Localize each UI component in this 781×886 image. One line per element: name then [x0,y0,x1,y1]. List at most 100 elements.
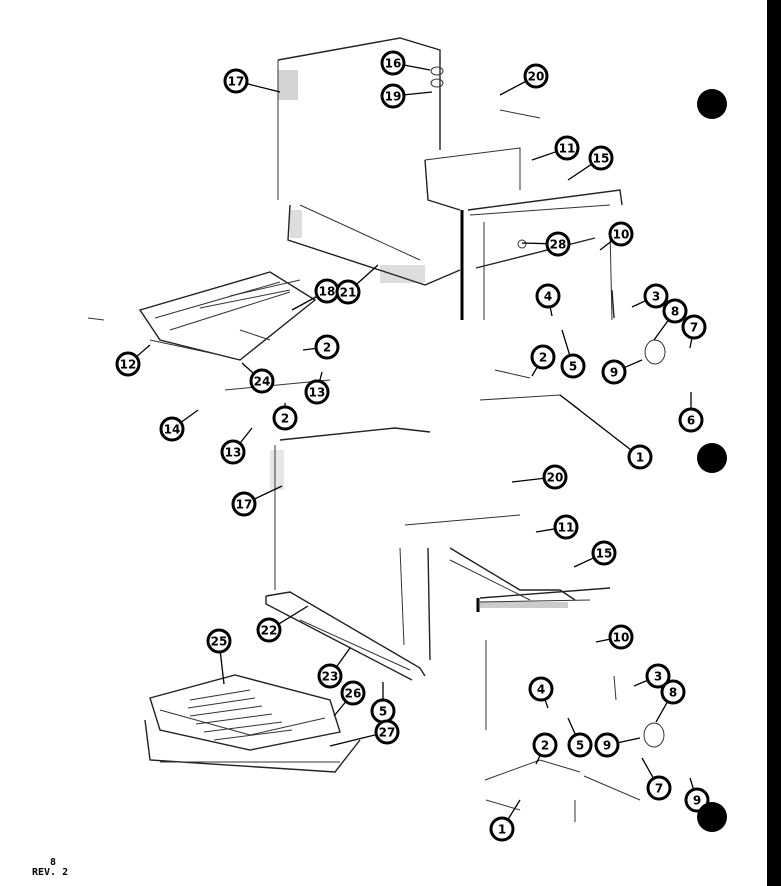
callout-c10b: 10 [608,624,634,650]
callout-c17a: 17 [223,68,249,94]
callout-c15a: 15 [588,145,614,171]
callout-circle [223,68,249,94]
callout-number: 2 [539,351,547,365]
callout-circle [532,732,558,758]
leader-line-c12 [135,344,151,358]
leader-line-c4b [544,699,549,709]
callout-circle [560,353,586,379]
callout-circle [542,464,568,490]
callout-c8a: 8 [662,298,688,324]
leader-line-c23 [335,647,351,668]
leader-line-c11b [535,528,556,533]
callout-number: 3 [652,290,660,304]
leader-line-c8b [655,701,669,723]
callout-circle [553,514,579,540]
upper-cabinet [277,37,666,411]
callout-c5a: 5 [560,353,586,379]
callout-circle [249,368,275,394]
callout-number: 11 [559,142,576,156]
callout-circle [608,221,634,247]
callout-c2a: 2 [314,334,340,360]
leader-line-c20a [499,80,527,96]
binder-hole-bottom [697,802,727,832]
callout-number: 17 [236,498,253,512]
callout-number: 6 [687,414,695,428]
callout-c9a: 9 [601,359,627,385]
callout-c1a: 1 [627,444,653,470]
callout-c26: 26 [340,680,366,706]
callout-c6: 6 [678,407,704,433]
callout-c20b: 20 [542,464,568,490]
leader-lines [135,64,695,820]
leader-line-c4a [549,306,553,317]
callout-c7b: 7 [646,775,672,801]
callout-circle [567,732,593,758]
callout-c8b: 8 [660,679,686,705]
callout-number: 24 [254,375,271,389]
callout-number: 27 [379,726,396,740]
callout-circle [608,624,634,650]
callout-c24: 24 [249,368,275,394]
callout-number: 20 [547,471,564,485]
callout-number: 2 [541,739,549,753]
leader-line-c19a [403,91,433,96]
leader-line-c18a [291,295,318,311]
callout-number: 19 [385,90,402,104]
leader-line-c14 [180,409,199,424]
callout-c2c: 2 [272,405,298,431]
callout-number: 13 [225,446,242,460]
callout-number: 2 [281,412,289,426]
callout-c9b: 9 [594,732,620,758]
leader-line-c1b [507,799,521,820]
callout-number: 8 [671,305,679,319]
callout-circle [627,444,653,470]
callout-c1b: 1 [489,816,515,842]
callout-number: 28 [550,238,567,252]
leader-line-c17a [246,83,281,93]
callout-c16a: 16 [380,50,406,76]
callout-circle [220,439,246,465]
callout-c11b: 11 [553,514,579,540]
callout-number: 1 [498,823,506,837]
callout-circle [528,676,554,702]
leader-line-c2b [531,366,539,377]
callout-circle [530,344,556,370]
callout-circle [535,283,561,309]
callout-c12: 12 [115,351,141,377]
leader-line-c17b [253,485,283,500]
control-panel [87,271,331,391]
callout-circle [231,491,257,517]
callout-number: 13 [309,386,326,400]
callout-number: 7 [655,782,663,796]
callout-c23: 23 [317,663,343,689]
leader-line-c9a [623,359,643,369]
callout-circle [317,663,343,689]
callout-circle [681,314,707,340]
callout-circle [588,145,614,171]
page-edge-bar [767,0,781,886]
callout-circle [523,63,549,89]
leader-line-c9b [617,737,641,744]
callout-c7a: 7 [681,314,707,340]
callout-c3b: 3 [645,663,671,689]
leader-line-c28 [521,242,548,245]
callout-circle [206,628,232,654]
callout-c17b: 17 [231,491,257,517]
binder-hole-middle [697,443,727,473]
callout-c5b: 5 [370,698,396,724]
leader-line-c8a [653,319,670,341]
callout-circle [601,359,627,385]
leader-line-c7a [689,337,693,349]
leader-line-c26 [333,701,347,717]
callout-number: 1 [636,451,644,465]
leader-line-c11a [531,150,557,161]
callout-c27: 27 [374,719,400,745]
callout-number: 11 [558,521,575,535]
callout-circle [646,775,672,801]
callout-number: 5 [379,705,387,719]
callout-number: 20 [528,70,545,84]
leader-line-c25 [219,651,225,685]
callout-c5c: 5 [567,732,593,758]
leader-line-c15b [573,557,595,568]
leader-line-c20b [511,477,545,483]
